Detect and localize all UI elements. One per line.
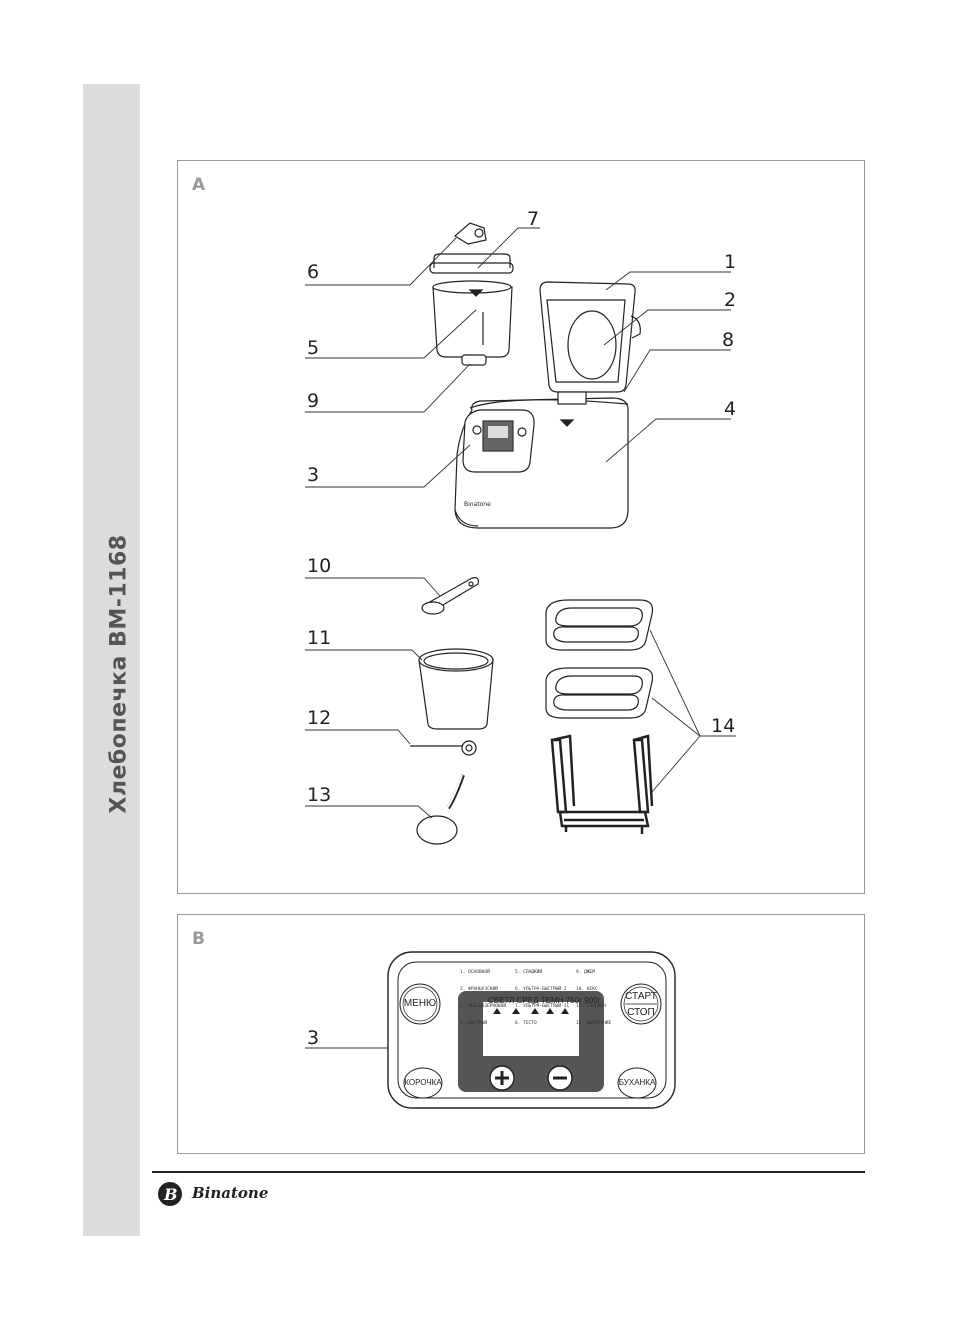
brand-name: Binatone [192,1184,269,1202]
footer-rule [152,1171,865,1173]
callout-1: 1 [724,251,737,273]
callout-4: 4 [724,398,737,420]
baking-pan-drawing [429,253,514,366]
callout-14: 14 [711,715,736,737]
program-item: 12. ВЫПЕКАНИЕ [576,1020,612,1026]
program-item: 4. БЫСТРЫЙ [460,1020,488,1026]
lcd-label: 750г [565,996,582,1005]
brand-logo-icon: B [158,1182,182,1206]
program-list-col2: 5. СЛАДКИЙ 6. УЛЬТРА-БЫСТРЫЙ-I 7. УЛЬТРА… [515,959,569,1032]
callout-6: 6 [307,261,320,283]
kneading-paddle-drawing [453,222,487,245]
lcd-label: СВЕТЛ [488,996,515,1005]
lcd-label: 900г [584,996,601,1005]
panel-a: A [177,160,865,894]
program-item: 10. КЕКС [576,986,598,992]
program-item: 9. ДЖЕМ [576,970,595,976]
program-item: 3. ЦЕЛЬНОЗЕРНОВОЙ [460,1003,507,1009]
control-panel-drawing [387,951,676,1109]
callout-8: 8 [722,329,735,351]
panel-b: A B [177,914,865,1154]
callout-7: 7 [527,208,540,230]
program-list-col3: 9. ДЖЕМ 10. КЕКС 11. СЭНДВИЧ 12. ВЫПЕКАН… [576,959,611,1032]
lcd-label: СРЕД [516,996,539,1005]
lcd-labels: СВЕТЛ СРЕД ТЕМН 750г 900г [488,996,600,1005]
loaf-button: БУХАНКА [618,1078,656,1087]
crust-button: КОРОЧКА [404,1078,442,1087]
callout-5: 5 [307,337,320,359]
panel-a-letter: A [192,175,206,195]
measuring-spoon-drawing [421,577,479,615]
callout-b-3: 3 [307,1027,320,1049]
program-item: 2. ФРАНЦУЗСКИЙ [460,986,498,992]
panel-b-letter: B [192,929,205,949]
svg-text:Binatone: Binatone [464,501,491,508]
start-button-label: СТАРТ [625,991,657,1002]
sidebar-band [83,84,140,1236]
hook-drawing [410,740,477,756]
callout-11: 11 [307,627,332,649]
lcd-label: ТЕМН [540,996,564,1005]
callout-9: 9 [307,390,320,412]
baguette-trays-drawing [545,599,654,719]
program-item: 8. ТЕСТО [515,1020,537,1026]
program-item: 5. СЛАДКИЙ [515,970,543,976]
program-item: 11. СЭНДВИЧ [576,1003,606,1009]
svg-text:B: B [163,1185,178,1204]
stop-button-label: СТОП [627,1007,655,1018]
program-item: 1. ОСНОВНОЙ [460,970,490,976]
program-item: 6. УЛЬТРА-БЫСТРЫЙ-I [515,986,567,992]
callout-13: 13 [307,784,332,806]
wire-rack-drawing [550,734,654,834]
measuring-cup-drawing [418,648,494,730]
callout-3: 3 [307,464,320,486]
menu-button: МЕНЮ [403,998,437,1009]
callout-12: 12 [307,707,332,729]
callout-2: 2 [724,289,737,311]
program-item: 7. УЛЬТРА-БЫСТРЫЙ-II [515,1003,570,1009]
ladle-drawing [416,774,465,845]
bread-machine-drawing: Binatone [454,281,641,529]
callout-10: 10 [307,555,332,577]
program-list-col1: 1. ОСНОВНОЙ 2. ФРАНЦУЗСКИЙ 3. ЦЕЛЬНОЗЕРН… [460,959,506,1032]
